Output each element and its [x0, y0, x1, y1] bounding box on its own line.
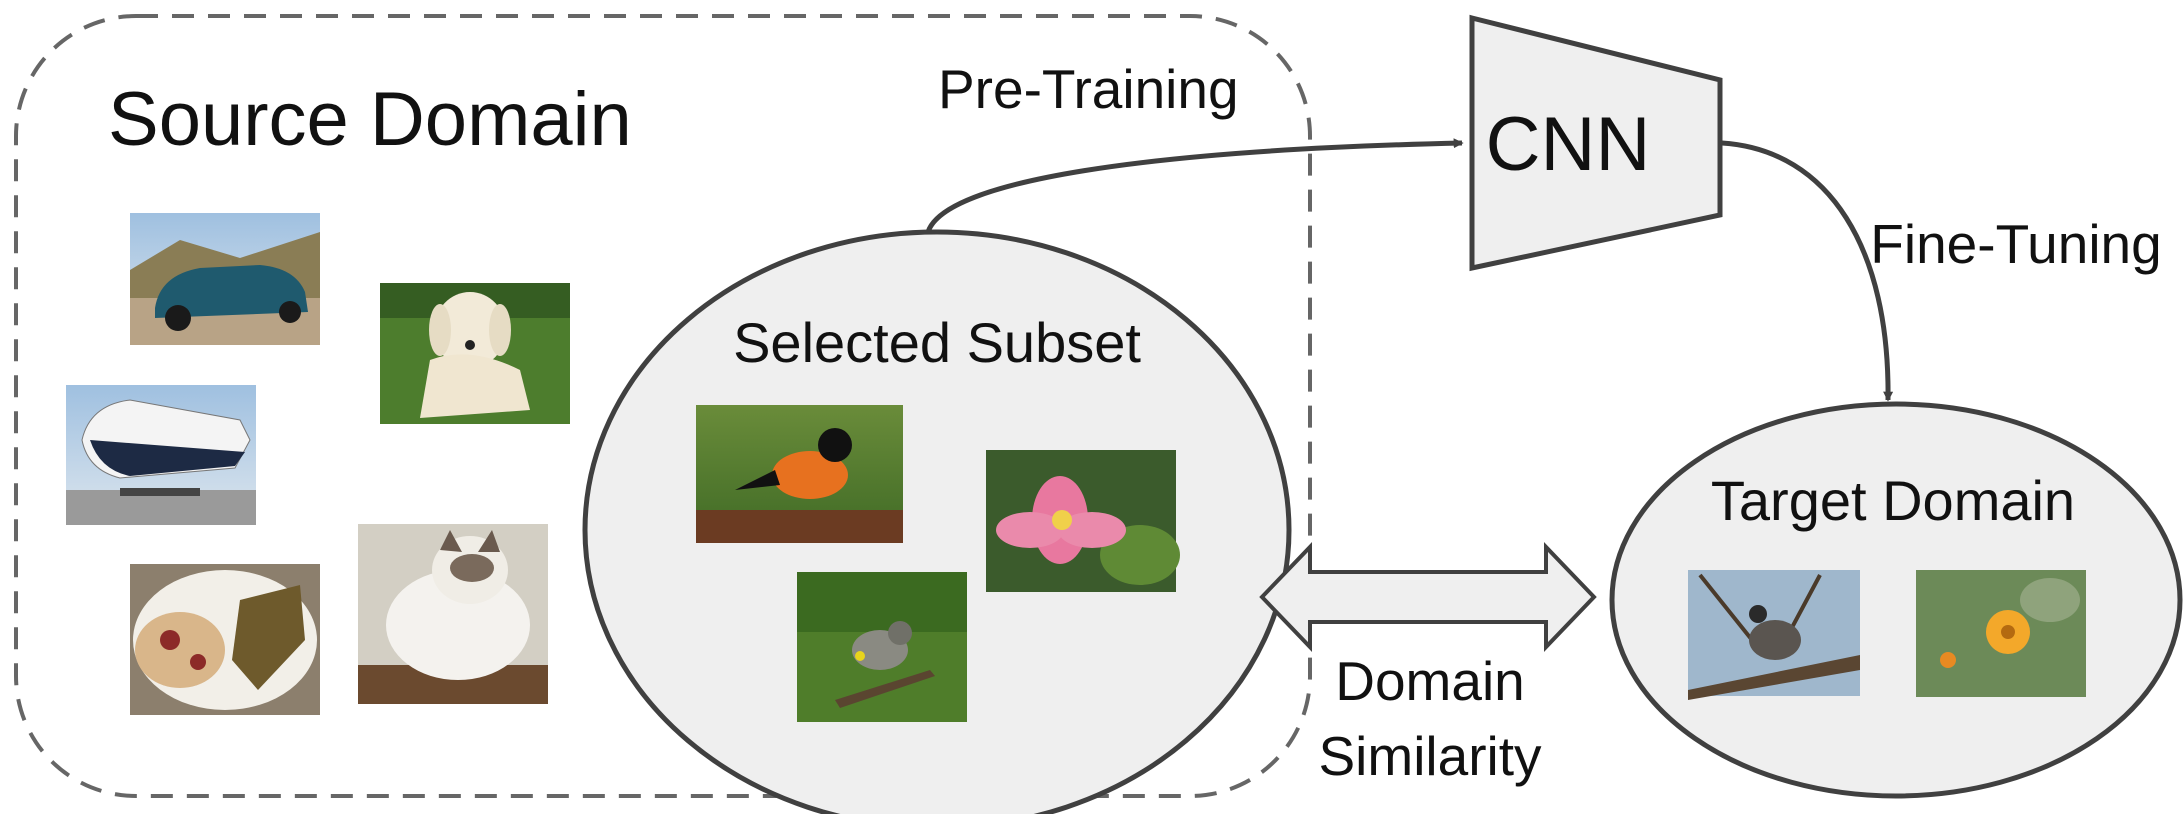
- yellow-flower-photo: [1916, 570, 2086, 697]
- warbler-bird-photo: [797, 572, 967, 722]
- domain-similarity-label-line1: Domain: [1335, 650, 1525, 712]
- fine-tuning-label: Fine-Tuning: [1870, 213, 2161, 275]
- airplane-photo: [66, 385, 256, 525]
- quail-bird-photo: [1688, 570, 1860, 700]
- source-domain-boundary: [14, 14, 1312, 798]
- source-domain-label: Source Domain: [108, 77, 632, 162]
- cnn-block: [1469, 14, 1723, 272]
- car-photo: [130, 213, 320, 345]
- lotus-flower-photo: [986, 450, 1180, 592]
- selected-subset-ellipse: [582, 229, 1292, 814]
- domain-similarity-label-line2: Similarity: [1318, 725, 1542, 787]
- target-domain-label: Target Domain: [1711, 469, 2075, 532]
- food-photo: [130, 564, 320, 715]
- pre-training-label: Pre-Training: [938, 58, 1239, 120]
- selected-subset-label: Selected Subset: [733, 311, 1141, 374]
- cat-photo: [358, 524, 548, 704]
- fine-tuning-arrow: [1721, 140, 1894, 402]
- oriole-bird-photo: [696, 405, 903, 543]
- dog-photo: [380, 283, 570, 424]
- cnn-label: CNN: [1486, 102, 1651, 187]
- domain-similarity-arrow: [1259, 542, 1597, 652]
- pre-training-arrow: [925, 138, 1464, 233]
- target-domain-ellipse: [1609, 401, 2183, 799]
